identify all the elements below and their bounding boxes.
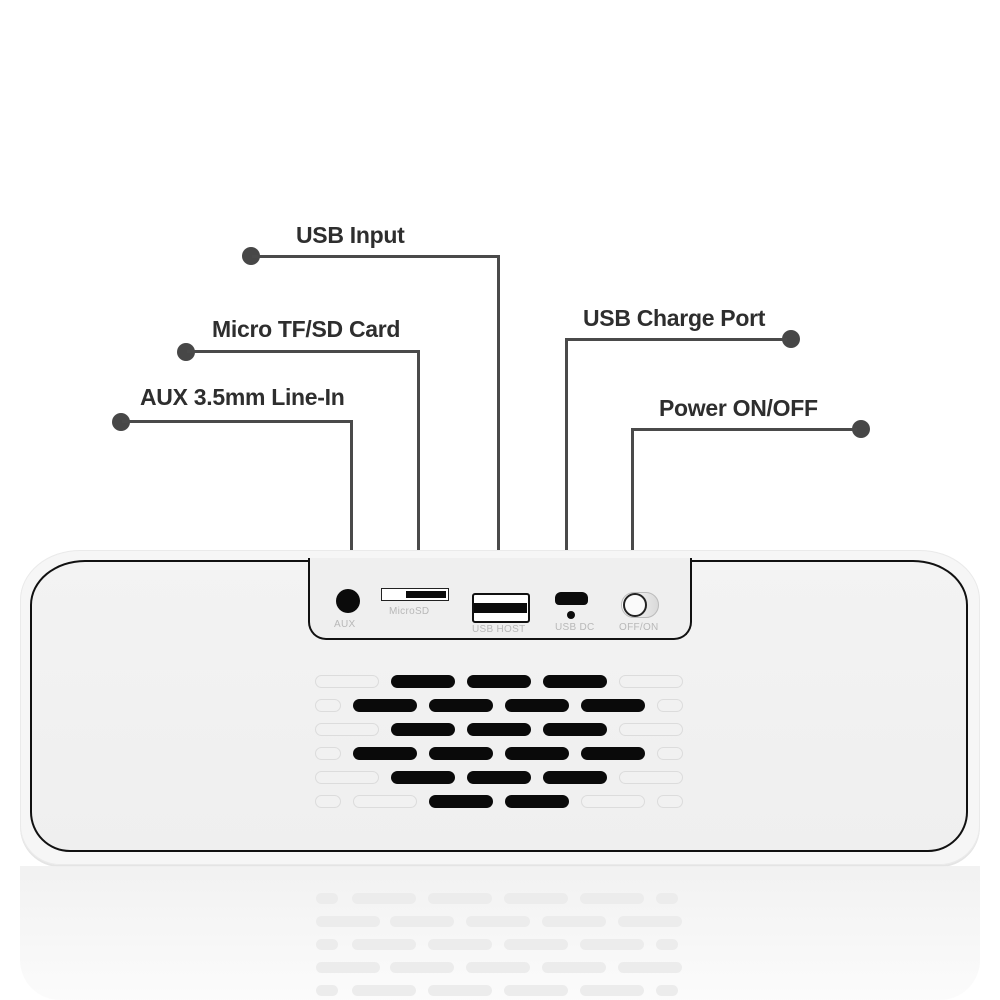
grille-slot-ghost xyxy=(657,747,683,760)
grille-slot xyxy=(467,771,531,784)
grille-slot-ghost xyxy=(352,985,416,996)
grille-slot-ghost xyxy=(619,675,683,688)
callout-label-micro-sd: Micro TF/SD Card xyxy=(212,316,401,342)
grille-slot-ghost xyxy=(656,985,678,996)
leader-line-usb-charge-vertical xyxy=(565,338,568,588)
grille-slot-ghost xyxy=(352,939,416,950)
grille-slot-ghost xyxy=(580,893,644,904)
callout-label-usb-charge: USB Charge Port xyxy=(583,305,766,331)
callout-dot-micro-sd xyxy=(177,343,195,361)
usb-a-port-tongue xyxy=(474,603,527,613)
grille-slot-ghost xyxy=(504,939,568,950)
grille-slot xyxy=(353,747,417,760)
port-label-usb-host: USB HOST xyxy=(472,624,526,635)
grille-slot-ghost xyxy=(619,771,683,784)
grille-slot-ghost xyxy=(428,893,492,904)
grille-slot xyxy=(429,699,493,712)
port-label-off-on: OFF/ON xyxy=(619,622,659,633)
grille-slot-ghost xyxy=(580,985,644,996)
usb-a-port-icon[interactable] xyxy=(472,593,530,623)
grille-slot-ghost xyxy=(315,747,341,760)
sd-card-slot-icon[interactable] xyxy=(381,588,449,601)
leader-line-aux xyxy=(122,420,353,423)
grille-slot-ghost xyxy=(390,962,454,973)
grille-slot-ghost xyxy=(504,985,568,996)
grille-slot-ghost xyxy=(504,893,568,904)
grille-slot xyxy=(581,747,645,760)
port-label-usb-dc: USB DC xyxy=(555,622,595,633)
grille-slot-ghost xyxy=(315,723,379,736)
port-label-aux: AUX xyxy=(334,619,356,630)
grille-slot xyxy=(505,747,569,760)
grille-slot xyxy=(467,675,531,688)
grille-slot-ghost xyxy=(428,985,492,996)
grille-slot-ghost xyxy=(542,962,606,973)
grille-slot xyxy=(467,723,531,736)
grille-slot-ghost xyxy=(656,939,678,950)
callout-label-power: Power ON/OFF xyxy=(659,395,818,421)
grille-slot-ghost xyxy=(618,962,682,973)
callout-dot-power xyxy=(852,420,870,438)
port-label-microsd: MicroSD xyxy=(389,606,430,617)
leader-line-micro-sd xyxy=(187,350,420,353)
callout-dot-usb-charge xyxy=(782,330,800,348)
grille-slot xyxy=(391,675,455,688)
speaker-reflection xyxy=(20,866,980,1000)
callout-label-usb-input: USB Input xyxy=(296,222,405,248)
grille-slot-ghost xyxy=(315,699,341,712)
grille-slot-ghost xyxy=(390,916,454,927)
grille-slot xyxy=(391,771,455,784)
grille-slot-ghost xyxy=(466,962,530,973)
grille-slot-ghost xyxy=(352,893,416,904)
grille-slot-ghost xyxy=(316,893,338,904)
leader-line-aux-vertical xyxy=(350,420,353,585)
callout-label-aux: AUX 3.5mm Line-In xyxy=(140,384,345,410)
grille-slot-ghost xyxy=(466,916,530,927)
audio-jack-icon[interactable] xyxy=(336,589,360,613)
power-switch-knob xyxy=(623,593,647,617)
grille-slot-ghost xyxy=(316,985,338,996)
leader-line-power-vertical xyxy=(631,428,634,593)
leader-line-usb-charge xyxy=(565,338,787,341)
grille-slot xyxy=(505,699,569,712)
grille-slot-ghost xyxy=(580,939,644,950)
grille-slot-ghost xyxy=(618,916,682,927)
leader-line-micro-sd-vertical xyxy=(417,350,420,590)
grille-slot-ghost xyxy=(315,795,341,808)
grille-slot-ghost xyxy=(316,916,380,927)
leader-line-usb-input-vertical xyxy=(497,255,500,595)
grille-slot-ghost xyxy=(428,939,492,950)
grille-slot-ghost xyxy=(656,893,678,904)
grille-slot xyxy=(543,771,607,784)
grille-slot xyxy=(353,699,417,712)
grille-slot-ghost xyxy=(657,699,683,712)
charge-led-indicator xyxy=(567,611,575,619)
leader-line-usb-input xyxy=(252,255,500,258)
grille-slot-ghost xyxy=(657,795,683,808)
grille-slot-ghost xyxy=(353,795,417,808)
grille-slot xyxy=(581,699,645,712)
grille-slot xyxy=(543,723,607,736)
grille-slot-ghost xyxy=(619,723,683,736)
sd-card-slot-opening xyxy=(406,591,446,598)
grille-slot-ghost xyxy=(315,771,379,784)
grille-slot-ghost xyxy=(581,795,645,808)
grille-slot xyxy=(429,795,493,808)
grille-slot xyxy=(391,723,455,736)
grille-slot-ghost xyxy=(316,939,338,950)
leader-line-power xyxy=(631,428,857,431)
callout-dot-usb-input xyxy=(242,247,260,265)
grille-slot-ghost xyxy=(316,962,380,973)
callout-dot-aux xyxy=(112,413,130,431)
micro-usb-port-icon[interactable] xyxy=(555,592,588,605)
grille-slot-ghost xyxy=(315,675,379,688)
grille-slot-ghost xyxy=(542,916,606,927)
grille-slot xyxy=(543,675,607,688)
power-switch-icon[interactable] xyxy=(621,592,659,618)
grille-slot xyxy=(429,747,493,760)
grille-slot xyxy=(505,795,569,808)
